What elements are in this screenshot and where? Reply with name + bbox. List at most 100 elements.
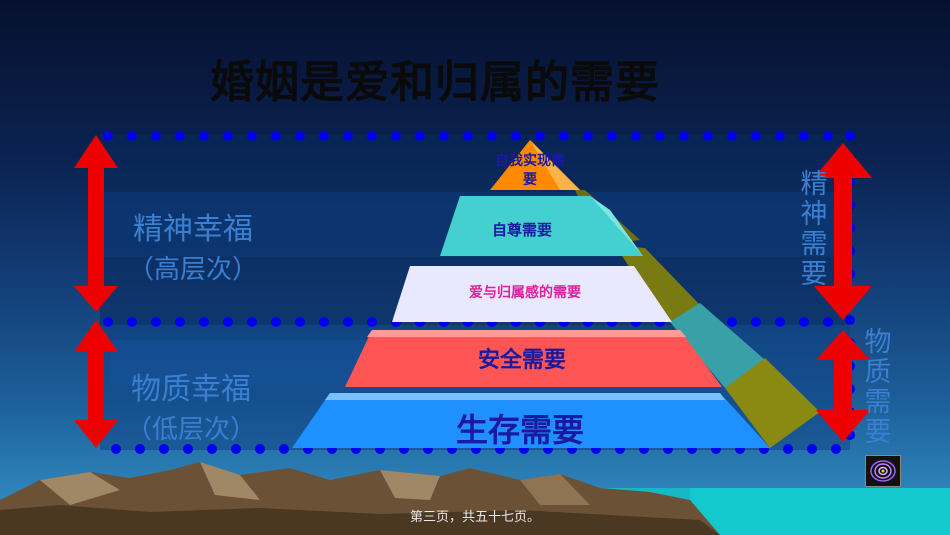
spiritual-needs-char: 神 (800, 199, 828, 230)
guide-dot (799, 131, 809, 141)
guide-dot (127, 317, 137, 327)
spiritual-needs-char: 精 (800, 169, 828, 200)
guide-dot (223, 131, 233, 141)
guide-dot (783, 444, 793, 454)
material-needs-label: 物 质 需 要 (860, 328, 896, 448)
page-footer: 第三页，共五十七页。 (409, 510, 540, 525)
guide-dot (751, 131, 761, 141)
guide-dot (727, 317, 737, 327)
guide-dot (199, 131, 209, 141)
right-lower-arrow (816, 330, 870, 442)
material-stripe (110, 340, 370, 385)
sea-highlight (690, 488, 950, 535)
guide-dot (463, 131, 473, 141)
guide-dot (679, 131, 689, 141)
guide-dot (151, 317, 161, 327)
guide-dot (279, 444, 289, 454)
self-actualization-label-line1: 自我实现需 (495, 153, 565, 169)
mountain-highlight-4 (520, 474, 590, 505)
guide-dot (845, 315, 855, 325)
guide-dot (823, 131, 833, 141)
guide-dot (127, 131, 137, 141)
pyramid-side-2 (615, 245, 700, 322)
guide-dot (151, 131, 161, 141)
guide-dot (845, 131, 855, 141)
guide-dot (535, 131, 545, 141)
guide-dot (103, 131, 113, 141)
pyramid-level-esteem (440, 196, 643, 256)
left-lower-arrow (74, 320, 118, 448)
pyramid-level-esteem-edge (590, 196, 643, 256)
material-happiness-main: 物质幸福 (131, 372, 251, 407)
material-needs-char: 物 (864, 327, 892, 358)
pyramid-side-4 (725, 358, 820, 448)
guide-dot (559, 131, 569, 141)
guide-dot (183, 444, 193, 454)
guide-dot (247, 131, 257, 141)
guide-dot (223, 317, 233, 327)
love-belonging-label: 爱与归属感的需要 (469, 285, 581, 301)
right-upper-arrow (814, 143, 872, 320)
guide-dot (487, 131, 497, 141)
spiritual-needs-char: 要 (800, 259, 828, 290)
self-actualization-label: 自我实现需 要 (480, 152, 580, 190)
spiritual-needs-char: 需 (800, 229, 828, 260)
guide-dot (199, 317, 209, 327)
mountain-highlight-3 (380, 470, 440, 500)
guide-dot (255, 444, 265, 454)
guide-dot (175, 131, 185, 141)
slide-nav-button[interactable] (865, 455, 901, 487)
guide-dot (727, 131, 737, 141)
guide-dot (823, 317, 833, 327)
guide-dot (583, 131, 593, 141)
pyramid-level-safety (345, 330, 722, 387)
guide-dot (231, 444, 241, 454)
guide-dot (247, 317, 257, 327)
material-happiness-sub: （低层次） (125, 415, 256, 445)
guide-dot (367, 317, 377, 327)
mountain-highlight-1 (40, 472, 120, 505)
self-actualization-label-line2: 要 (523, 172, 537, 188)
guide-dot (391, 131, 401, 141)
guide-dot (343, 131, 353, 141)
guide-dot (831, 444, 841, 454)
guide-dot (607, 131, 617, 141)
pyramid-apex-edge (530, 140, 580, 190)
guide-dot (655, 131, 665, 141)
guide-dot (751, 317, 761, 327)
guide-dot (207, 444, 217, 454)
guide-dot (111, 444, 121, 454)
pyramid-level-love (392, 266, 672, 322)
mountain-highlight-2 (200, 462, 260, 500)
guide-dot (775, 131, 785, 141)
spiritual-needs-label: 精 神 需 要 (796, 170, 832, 290)
slide-title: 婚姻是爱和归属的需要 (210, 57, 660, 108)
left-upper-arrow (74, 135, 118, 312)
guide-dot (319, 317, 329, 327)
material-needs-char: 质 (864, 357, 892, 388)
spiritual-happiness-sub: （高层次） (127, 255, 258, 285)
guide-dot (135, 444, 145, 454)
material-happiness-label: 物质幸福 （低层次） (106, 370, 276, 450)
guide-dot (511, 131, 521, 141)
survival-label: 生存需要 (455, 411, 584, 449)
pyramid-level-survival (292, 393, 770, 448)
spiritual-happiness-main: 精神幸福 (133, 212, 253, 247)
guide-dot (799, 317, 809, 327)
foothills (0, 505, 720, 535)
guide-dot (271, 131, 281, 141)
spiritual-happiness-label: 精神幸福 （高层次） (108, 210, 278, 290)
guide-dot (295, 317, 305, 327)
pyramid-level-safety-top (367, 330, 686, 337)
spiral-icon (870, 460, 896, 482)
esteem-label: 自尊需要 (491, 221, 552, 239)
pyramid-level-survival-top (325, 393, 725, 400)
guide-dot (775, 317, 785, 327)
guide-dot (271, 317, 281, 327)
pyramid-side-3 (670, 303, 765, 388)
guide-dot (295, 131, 305, 141)
